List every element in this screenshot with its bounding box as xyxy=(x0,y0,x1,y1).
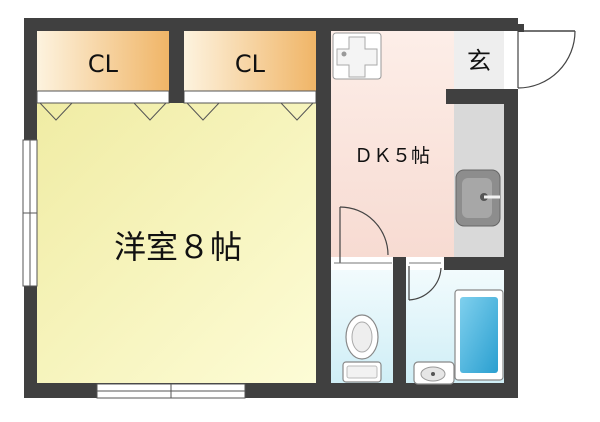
window-icon xyxy=(22,139,38,287)
entrance-floor xyxy=(454,31,504,89)
closet-right-floor xyxy=(184,31,316,91)
closet-doors xyxy=(36,90,317,121)
closet-left-label: CL xyxy=(88,50,119,78)
closet-right-label: CL xyxy=(235,50,266,78)
sink-icon xyxy=(455,169,501,227)
western-room-label: 洋室８帖 xyxy=(114,228,242,266)
bathtub-icon xyxy=(454,289,504,381)
toilet-icon xyxy=(342,314,382,383)
washbasin-icon xyxy=(413,361,455,385)
door-swing-icon xyxy=(331,206,393,270)
stove-icon xyxy=(332,32,382,80)
dining-kitchen-label: ＤＫ５帖 xyxy=(354,145,430,167)
interior-walls xyxy=(169,18,504,398)
door-swing-icon xyxy=(406,257,444,301)
closet-left-floor xyxy=(37,31,169,91)
window-icon xyxy=(96,383,246,399)
door-swing-icon xyxy=(504,24,576,89)
entrance-label: 玄 xyxy=(467,47,491,75)
western-room-floor xyxy=(37,103,316,383)
